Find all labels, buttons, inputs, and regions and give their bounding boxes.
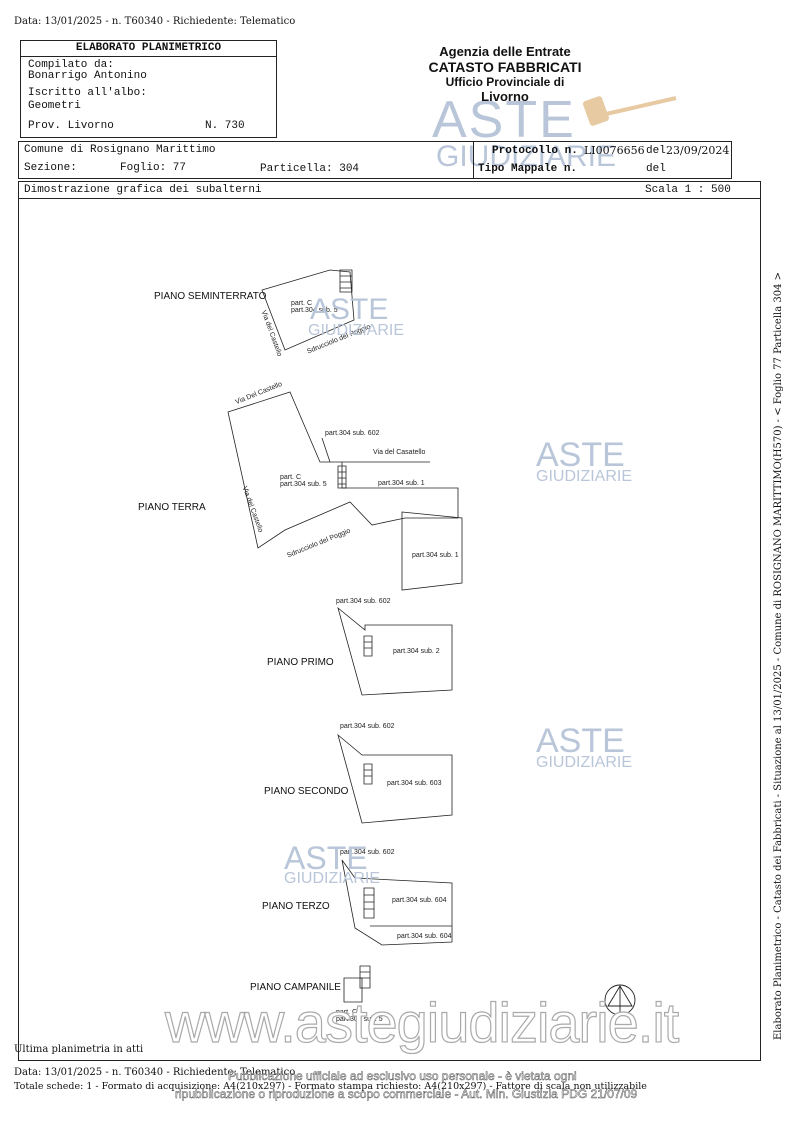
scale: Scala 1 : 500 [645, 184, 731, 196]
plan-terra-leader [321, 437, 331, 463]
terra-sub5: part.304 sub. 5 [280, 481, 327, 488]
info-divider [473, 141, 474, 179]
terra-sub1-a: part.304 sub. 1 [378, 480, 425, 487]
compiled-name: Bonarrigo Antonino [28, 70, 147, 82]
footer-notice2: ripubblicazione o riproduzione a scopo c… [175, 1087, 638, 1102]
footer-last: Ultima planimetria in atti [14, 1044, 144, 1055]
aste-watermark-2: ASTE [536, 436, 625, 474]
plan-campanile-stair [359, 965, 371, 989]
section-rule [18, 198, 761, 199]
plan-terzo [341, 859, 453, 946]
plan-terra [227, 391, 459, 549]
campanile-sub5: part.304 sub. 5 [336, 1016, 383, 1023]
header-title: ELABORATO PLANIMETRICO [75, 42, 222, 54]
registered-value: Geometri [28, 100, 81, 112]
footer-line2: Totale schede: 1 - Formato di acquisizio… [14, 1081, 647, 1092]
giudiziarie-watermark-4: GIUDIZIARIE [284, 870, 381, 887]
terra-via-casatello: Via del Casatello [373, 449, 426, 456]
floor-seminterrato: PIANO SEMINTERRATO [154, 291, 267, 302]
terra-sub1-b: part.304 sub. 1 [412, 552, 459, 559]
floor-secondo: PIANO SECONDO [264, 786, 349, 797]
agency-name: Agenzia delle Entrate [439, 44, 571, 59]
primo-sub602: part.304 sub. 602 [336, 598, 391, 605]
footer-line1: Data: 13/01/2025 - n. T60340 - Richieden… [14, 1067, 296, 1078]
campanile-partc: part. C [336, 1009, 358, 1016]
aste-watermark-4: ASTE [284, 840, 368, 876]
protocollo-label: Protocollo n. [492, 145, 578, 157]
secondo-sub603: part.304 sub. 603 [387, 780, 442, 787]
registry-number: N. 730 [205, 120, 245, 132]
info-box [18, 141, 732, 179]
plan-primo [337, 606, 453, 696]
del-label: del [646, 145, 666, 157]
province: Prov. Livorno [28, 120, 114, 132]
plan-campanile [343, 977, 363, 1003]
plan-secondo [337, 733, 453, 824]
del2-label: del [646, 163, 666, 175]
footer-notice1: Pubblicazione ufficiale ad esclusivo uso… [228, 1069, 577, 1084]
aste-watermark-header: ASTE [432, 91, 576, 149]
side-caption: Elaborato Planimetrico - Catasto dei Fab… [773, 271, 784, 1040]
plan-terra-stair [337, 465, 347, 489]
plan-terra-sub1 [401, 511, 463, 591]
tipo-mappale: Tipo Mappale n. [478, 163, 578, 175]
terzo-sub604-b: part.304 sub. 604 [397, 933, 452, 940]
comune: Comune di Rosignano Marittimo [24, 144, 216, 156]
plan-seminterrato [261, 269, 355, 351]
giudiziarie-watermark-header: GIUDIZIARIE [436, 140, 617, 173]
protocollo-number: LI0076656 [584, 144, 645, 157]
aste-watermark-1: ASTE [310, 293, 389, 326]
giudiziarie-watermark-2: GIUDIZIARIE [536, 468, 633, 485]
office-line: Ufficio Provinciale di [445, 75, 565, 89]
terzo-sub604-a: part.304 sub. 604 [392, 897, 447, 904]
section-title: Dimostrazione grafica dei subalterni [24, 184, 262, 196]
site-watermark: www.astegiudiziarie.it [164, 990, 680, 1054]
office-city: Livorno [481, 89, 529, 104]
terra-sub602: part.304 sub. 602 [325, 430, 380, 437]
floor-campanile: PIANO CAMPANILE [250, 982, 341, 993]
giudiziarie-watermark-3: GIUDIZIARIE [536, 754, 633, 771]
sem-sub5: part.304 sub. 5 [291, 307, 338, 314]
drawing-frame [18, 181, 761, 1061]
floor-terzo: PIANO TERZO [262, 901, 330, 912]
top-note: Data: 13/01/2025 - n. T60340 - Richieden… [14, 16, 296, 27]
north-arrow-icon [604, 984, 636, 1016]
registered-label: Iscritto all'albo: [28, 87, 147, 99]
giudiziarie-watermark-1: GIUDIZIARIE [308, 322, 405, 339]
plan-seminterrato-stair [339, 269, 353, 293]
sezione: Sezione: [24, 162, 77, 174]
header-title-rule [20, 56, 277, 57]
plan-secondo-stair [363, 763, 373, 785]
sem-partc: part. C [291, 300, 313, 307]
floor-primo: PIANO PRIMO [267, 657, 334, 668]
plan-terzo-stair [363, 887, 375, 919]
header-box [20, 40, 277, 138]
foglio: Foglio: 77 [120, 162, 187, 174]
agency-block: Agenzia delle Entrate CATASTO FABBRICATI… [360, 44, 650, 104]
protocollo-date: 23/09/2024 [666, 144, 730, 157]
gavel-icon [583, 96, 677, 126]
primo-sub2: part.304 sub. 2 [393, 648, 440, 655]
plan-primo-stair [363, 635, 373, 657]
particella: Particella: 304 [260, 163, 360, 175]
aste-watermark-3: ASTE [536, 722, 625, 760]
catasto-title: CATASTO FABBRICATI [428, 59, 582, 75]
terzo-sub602: part.304 sub. 602 [340, 849, 395, 856]
terra-partc: part. C [280, 474, 302, 481]
floor-terra: PIANO TERRA [138, 502, 206, 513]
compiled-label: Compilato da: [28, 59, 114, 71]
secondo-sub602: part.304 sub. 602 [340, 723, 395, 730]
